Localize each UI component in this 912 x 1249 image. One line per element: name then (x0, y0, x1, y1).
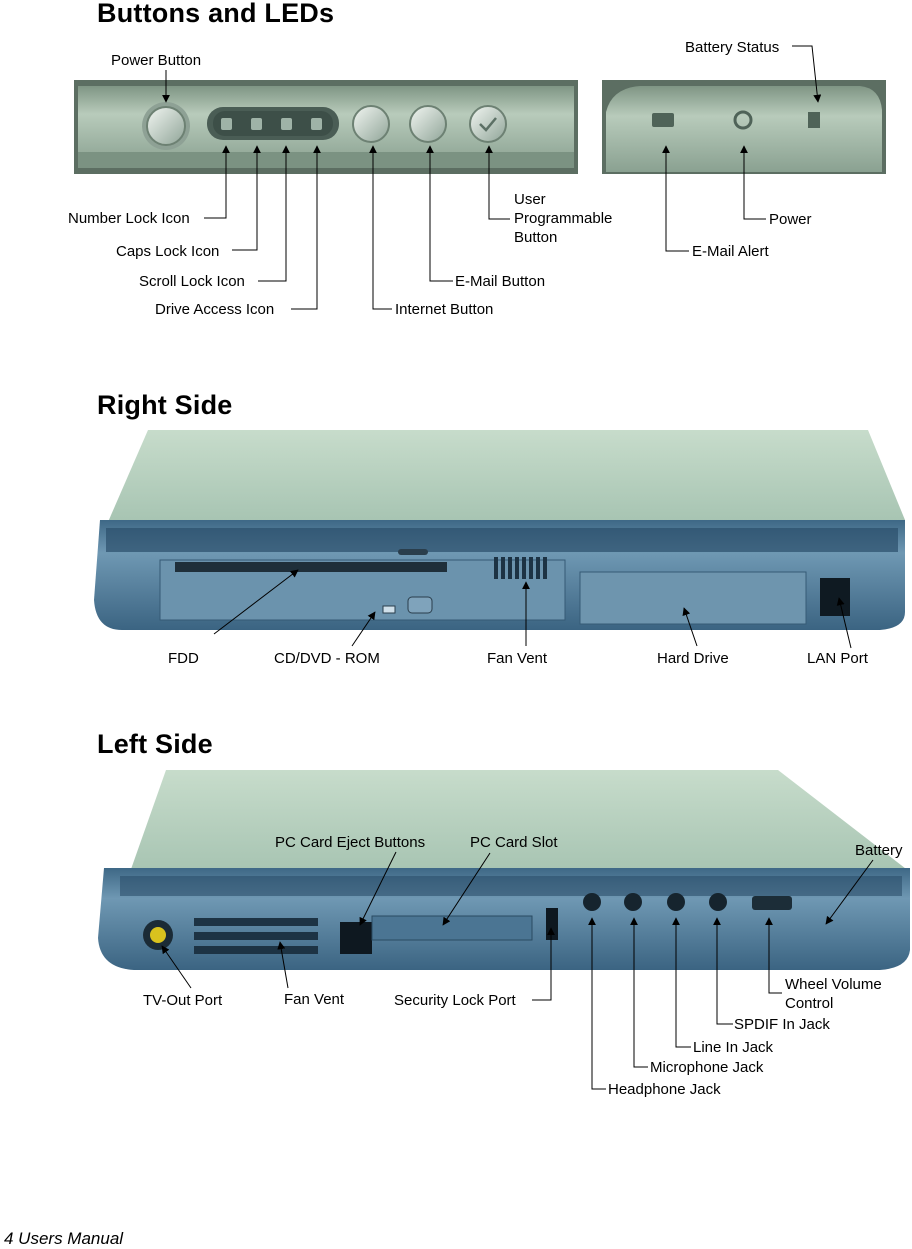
label-email-alert: E-Mail Alert (692, 243, 769, 260)
label-spdif-in-jack: SPDIF In Jack (734, 1016, 830, 1033)
label-security-lock-port: Security Lock Port (394, 992, 516, 1009)
label-pc-card-eject-buttons: PC Card Eject Buttons (275, 834, 426, 851)
label-power: Power (769, 211, 812, 228)
label-number-lock-icon: Number Lock Icon (68, 210, 190, 227)
leader-lines-right (213, 569, 852, 649)
left-side-photo (98, 770, 910, 970)
label-pc-card-slot: PC Card Slot (470, 834, 558, 851)
label-battery: Battery (855, 842, 903, 859)
section-title-left-side: Left Side (97, 729, 213, 759)
label-drive-access-icon: Drive Access Icon (155, 301, 275, 318)
label-email-button: E-Mail Button (455, 273, 546, 290)
label-user-programmable-button: User Programmable Button (514, 191, 613, 246)
label-scroll-lock-icon: Scroll Lock Icon (139, 273, 245, 290)
label-headphone-jack: Headphone Jack (608, 1081, 721, 1098)
section-title-right-side: Right Side (97, 390, 233, 420)
label-lan-port: LAN Port (807, 650, 868, 667)
label-cd-dvd-rom: CD/DVD - ROM (274, 650, 380, 667)
label-hard-drive: Hard Drive (657, 650, 729, 667)
label-battery-status: Battery Status (685, 39, 780, 56)
label-power-button: Power Button (111, 52, 202, 69)
section-title-buttons-leds: Buttons and LEDs (97, 0, 335, 28)
label-tv-out-port: TV-Out Port (143, 992, 223, 1009)
button-strip-photo (74, 80, 578, 174)
label-microphone-jack: Microphone Jack (650, 1059, 764, 1076)
label-line-in-jack: Line In Jack (693, 1039, 774, 1056)
label-wheel-volume-control: Wheel Volume Control (785, 976, 882, 1012)
leader-lines-left (161, 851, 874, 1090)
page-footer: 4 Users Manual (4, 1229, 124, 1248)
label-caps-lock-icon: Caps Lock Icon (116, 243, 220, 260)
leader-lines-buttons (162, 45, 822, 310)
label-fan-vent-left: Fan Vent (284, 991, 345, 1008)
label-fdd: FDD (168, 650, 199, 667)
right-side-photo (94, 430, 905, 630)
label-internet-button: Internet Button (395, 301, 494, 318)
label-fan-vent-right: Fan Vent (487, 650, 548, 667)
